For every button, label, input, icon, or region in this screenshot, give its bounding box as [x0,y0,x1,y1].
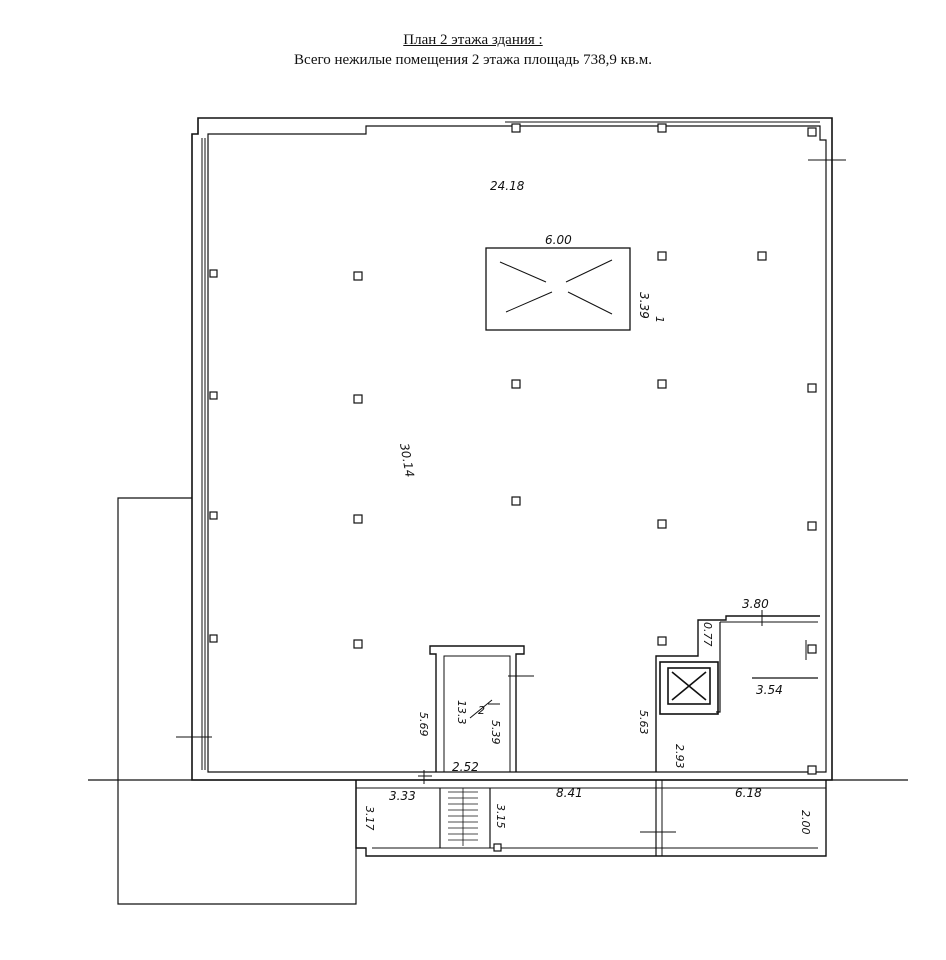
elevator-shaft-outer [659,661,719,715]
column [209,634,218,643]
inner-wall [207,125,827,773]
column [511,123,521,133]
dimension-lower-middle-width: 8.41 [556,786,583,800]
fraction-bar [469,699,493,719]
column [757,251,767,261]
column [353,639,363,649]
tick-marks [176,146,846,840]
atrium-cross-1 [499,261,547,283]
elevator-cross-2 [671,671,707,701]
atrium-cross-3 [505,291,553,313]
dimension-corridor-left: 5.69 [417,712,430,737]
dimension-stair-room-width: 3.80 [742,597,769,611]
lower-strip [355,780,827,857]
dimension-corridor-fraction-bottom: 13.3 [455,700,468,725]
dimension-corridor-right: 5.39 [489,720,502,745]
dimension-hall-height: 30.14 [397,442,417,478]
column [511,496,521,506]
plan-header: План 2 этажа здания : Всего нежилые поме… [0,30,946,70]
columns [209,123,817,852]
column [209,511,218,520]
dimension-top-width: 24.18 [490,179,525,193]
stair-corridor [429,645,525,772]
column [657,251,667,261]
column [353,394,363,404]
column [807,765,817,775]
column [807,127,817,137]
dimension-elevator-width: 0.77 [701,622,714,647]
stair-room [655,615,820,772]
column [657,636,667,646]
dimension-stair-height: 3.15 [494,804,507,829]
dimension-lower-left-height: 3.17 [363,806,376,831]
column [493,843,502,852]
column [807,644,817,654]
dimension-lower-left-width: 3.33 [389,789,416,803]
column [353,514,363,524]
dimension-stair-room-height: 2.93 [673,744,686,769]
stair-corridor-inner [443,655,511,772]
dimension-corridor-bottom: 2.52 [452,760,479,774]
dimension-corridor-fraction-top: 2 [478,704,485,717]
atrium-cross-2 [565,259,613,283]
column [209,391,218,400]
column [657,379,667,389]
atrium-opening [485,247,631,331]
elevator-shaft [667,667,711,705]
column [209,269,218,278]
dimension-lower-right-height: 2.00 [799,810,812,835]
column [807,521,817,531]
left-annex [117,497,357,905]
plan-subtitle: Всего нежилые помещения 2 этажа площадь … [293,52,653,68]
column [657,519,667,529]
dimension-opening-mark: 1 [653,316,666,323]
column [807,383,817,393]
plan-title: План 2 этажа здания : [403,32,543,48]
dimension-opening-height: 3.39 [637,292,651,319]
outer-wall [191,117,833,781]
column [657,123,667,133]
column [511,379,521,389]
atrium-cross-4 [567,291,613,315]
dimension-stair-room-depth: 3.54 [756,683,783,697]
dimension-stair-room-left: 5.63 [637,710,650,735]
dimension-opening-width: 6.00 [545,233,572,247]
column [353,271,363,281]
dimension-lower-right-width: 6.18 [735,786,762,800]
stair-steps [448,788,478,846]
